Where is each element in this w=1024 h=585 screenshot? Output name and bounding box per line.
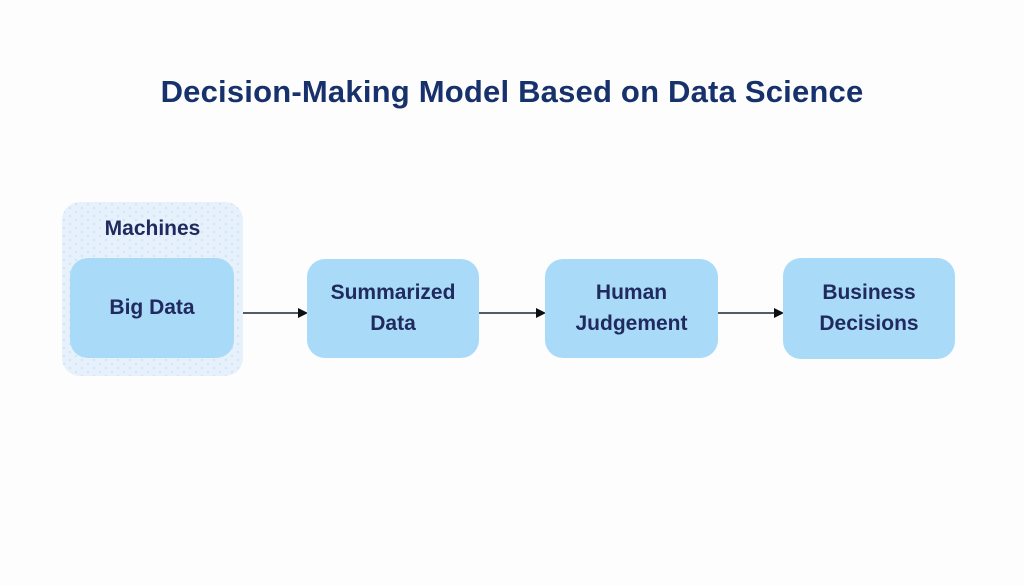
node-business-decisions-label: Business Decisions <box>819 281 919 335</box>
node-summarized-data: Summarized Data <box>307 259 479 358</box>
arrow-big-data-to-summarized <box>243 308 308 318</box>
arrowhead-icon <box>774 308 784 318</box>
node-big-data: Big Data <box>70 258 234 358</box>
arrow-judgement-to-decisions <box>718 308 784 318</box>
node-human-judgement-label: Human Judgement <box>575 281 688 335</box>
node-business-decisions: Business Decisions <box>783 258 955 359</box>
arrow-summarized-to-judgement <box>479 308 546 318</box>
page-title: Decision-Making Model Based on Data Scie… <box>160 74 864 109</box>
arrowhead-icon <box>298 308 308 318</box>
node-human-judgement: Human Judgement <box>545 259 718 358</box>
node-summarized-data-label: Summarized Data <box>330 281 456 335</box>
arrowhead-icon <box>536 308 546 318</box>
node-big-data-label: Big Data <box>109 295 195 319</box>
machines-group-label: Machines <box>104 217 201 240</box>
